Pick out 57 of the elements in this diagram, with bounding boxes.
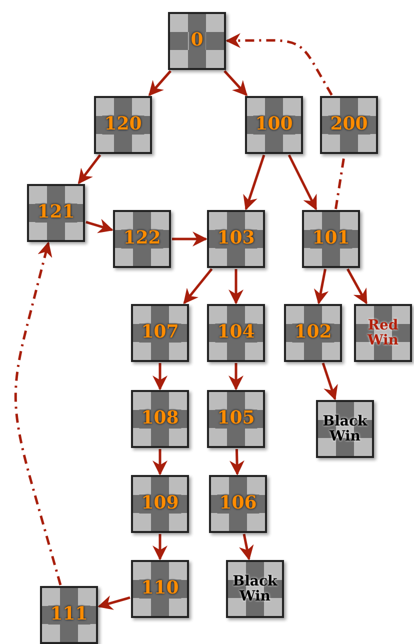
grid-tile: [284, 304, 342, 362]
grid-tile: [209, 475, 267, 533]
grid-tile: [207, 210, 265, 268]
arrow: [239, 534, 254, 560]
arrow: [86, 218, 114, 234]
arrow: [229, 448, 244, 476]
tile-label: 102: [292, 324, 334, 342]
arrow: [224, 70, 248, 96]
dash-dot-arrow: [14, 242, 62, 586]
arrow: [152, 363, 168, 390]
arrow: [322, 362, 338, 400]
arrow: [228, 363, 244, 390]
tile-label: 110: [139, 580, 181, 598]
tile-label: 106: [217, 494, 259, 514]
arrow: [152, 534, 168, 560]
arrow: [78, 154, 102, 184]
arrow: [243, 154, 266, 210]
grid-tile: [131, 560, 189, 618]
tile-label: 108: [139, 410, 181, 428]
grid-tile: [131, 304, 189, 362]
tile-label: 0: [188, 32, 206, 50]
tile-label: Red Win: [366, 318, 400, 348]
tile-label: 105: [215, 410, 257, 428]
tile-label: 104: [215, 324, 257, 342]
tile-label: 121: [35, 204, 77, 222]
arrow: [172, 232, 208, 246]
grid-tile: [245, 96, 303, 154]
arrow: [314, 268, 329, 304]
grid-tile: [302, 210, 360, 268]
grid-tile: [113, 210, 171, 268]
grid-tile: [207, 304, 265, 362]
arrow: [148, 70, 172, 96]
arrow: [228, 269, 244, 304]
grid-tile: [354, 304, 412, 362]
tile-label: 109: [139, 494, 181, 514]
grid-tile: [168, 12, 226, 70]
tile-label: 103: [215, 230, 257, 248]
tile-label: 101: [310, 230, 352, 248]
grid-tile: [131, 475, 189, 533]
arrow: [288, 154, 318, 210]
grid-tile: [320, 96, 378, 154]
dash-dot-arrow: [226, 33, 333, 96]
tile-label: 107: [139, 324, 181, 342]
tile-label: 122: [121, 230, 163, 248]
arrow: [183, 268, 213, 304]
grid-tile: [40, 586, 98, 644]
arrow: [346, 268, 368, 304]
grid-tile: [27, 184, 85, 242]
grid-tile: [131, 390, 189, 448]
arrow: [152, 449, 168, 476]
tile-label: 200: [328, 116, 370, 134]
grid-tile: [207, 390, 265, 448]
tile-label: 111: [48, 606, 90, 624]
tile-label: 100: [253, 116, 295, 134]
grid-tile: [94, 96, 152, 154]
arrow: [98, 596, 130, 610]
tile-label: 120: [102, 116, 144, 134]
